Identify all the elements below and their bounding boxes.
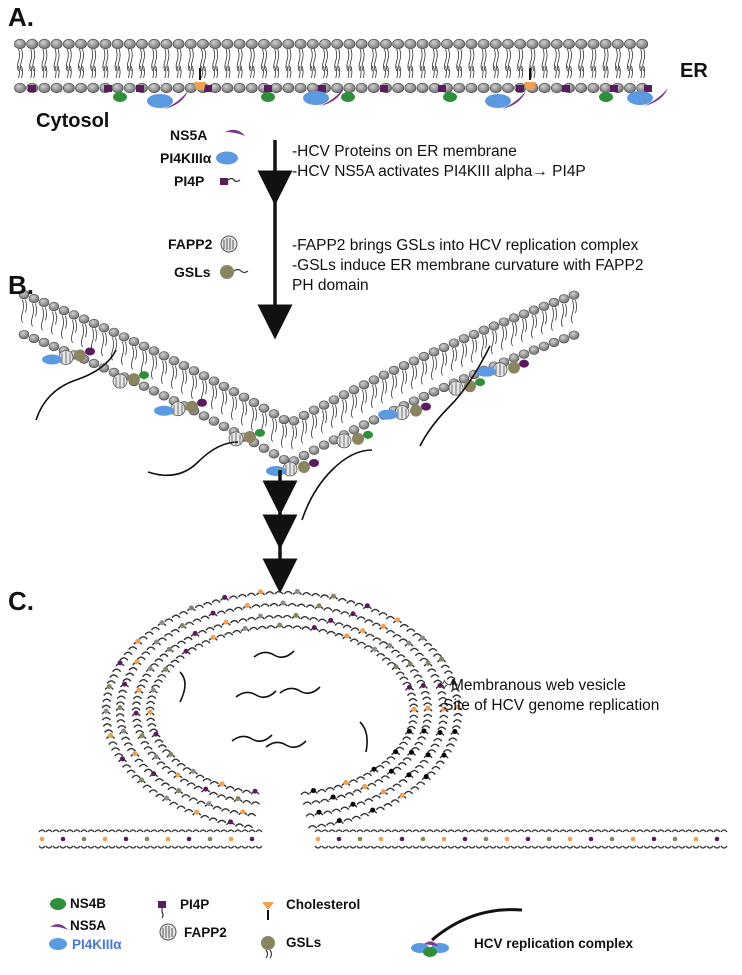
legend-replication-complex-label: HCV replication complex xyxy=(474,936,634,951)
step-2-note-1: -FAPP2 brings GSLs into HCV replication … xyxy=(292,237,639,254)
legend-ns4b-label: NS4B xyxy=(70,896,107,911)
legend-ns4b-icon xyxy=(50,898,66,910)
legend-pi4k-label: PI4KIIIα xyxy=(72,937,122,952)
step-2-note-3: PH domain xyxy=(292,277,369,294)
key-pi4p-icon xyxy=(220,177,241,185)
key-pi4p-label: PI4P xyxy=(174,173,205,189)
key-gsl-icon xyxy=(220,265,249,279)
legend-pi4p-icon xyxy=(158,901,166,919)
hcv-rna-strands xyxy=(35,345,491,521)
er-membrane-bilayer xyxy=(14,38,649,94)
legend-pi4k-icon xyxy=(49,938,67,950)
legend-replication-complex-icon xyxy=(411,908,523,957)
key-gsl-label: GSLs xyxy=(174,264,211,280)
curved-membrane-proteins xyxy=(42,347,529,477)
legend-gsl-icon xyxy=(261,936,275,959)
key-ns5a-label: NS5A xyxy=(170,127,208,143)
membranous-web-vesicle xyxy=(101,588,463,829)
step-1-note-1: -HCV Proteins on ER membrane xyxy=(292,143,517,160)
step-3-note-2: -Site of HCV genome replication xyxy=(438,697,660,714)
legend-pi4p-label: PI4P xyxy=(180,897,210,912)
legend-cholesterol-icon xyxy=(262,902,274,920)
legend-ns5a-icon xyxy=(50,924,68,930)
step-3-note-1: ✧Membranous web vesicle xyxy=(438,677,626,694)
legend-ns5a-label: NS5A xyxy=(70,918,107,933)
er-membrane-proteins xyxy=(28,68,668,109)
key-fapp2-icon xyxy=(220,235,238,253)
er-label: ER xyxy=(680,60,708,82)
panel-label-c: C. xyxy=(8,586,34,616)
legend-gsl-label: GSLs xyxy=(286,935,322,950)
legend-fapp2-icon xyxy=(159,923,177,941)
cytosol-label: Cytosol xyxy=(36,110,110,132)
key-ns5a-icon xyxy=(225,129,245,136)
key-fapp2-label: FAPP2 xyxy=(168,236,213,252)
key-pi4k-label: PI4KIIIα xyxy=(160,150,212,166)
vesicle-base-membrane xyxy=(38,829,728,849)
key-pi4k-icon xyxy=(216,151,238,165)
step-1-note-2: -HCV NS5A activates PI4KIII alpha→ PI4P xyxy=(292,163,586,180)
vesicle-rna-strands xyxy=(179,650,368,753)
panel-label-b: B. xyxy=(8,270,34,300)
legend-cholesterol-label: Cholesterol xyxy=(286,897,361,912)
step-2-note-2: -GSLs induce ER membrane curvature with … xyxy=(292,257,644,274)
curved-membrane-bilayer xyxy=(18,289,580,466)
panel-label-a: A. xyxy=(8,2,34,32)
legend-fapp2-label: FAPP2 xyxy=(184,925,227,940)
